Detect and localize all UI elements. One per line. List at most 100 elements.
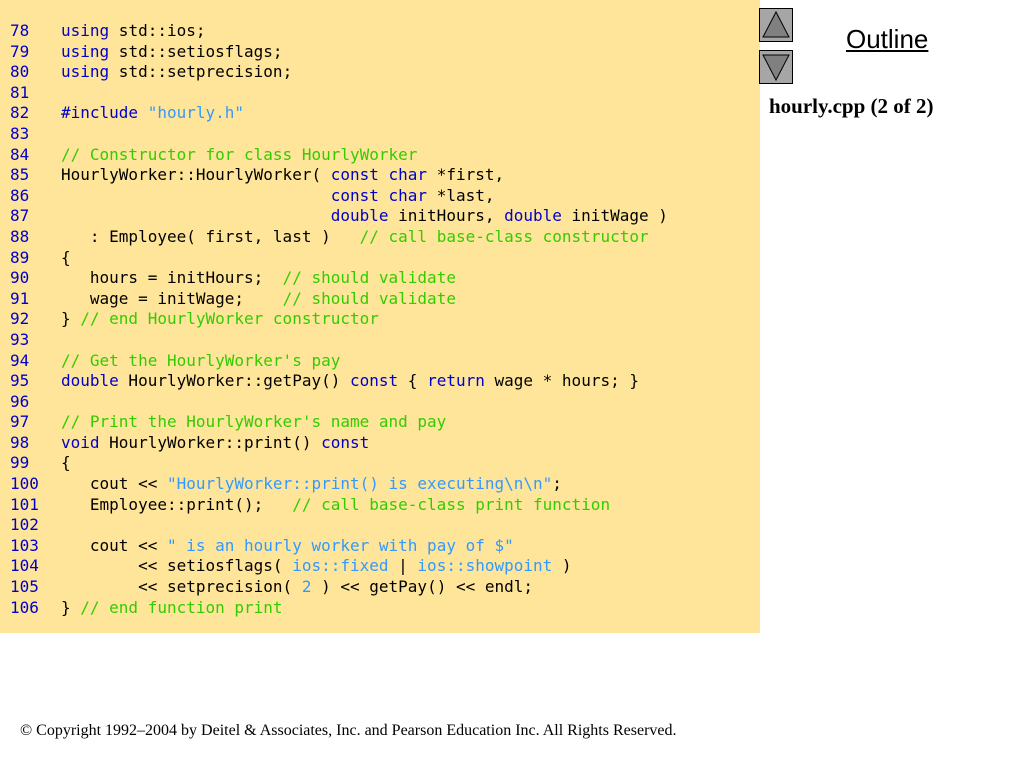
- line-number: 97: [10, 412, 30, 432]
- line-number: 96: [10, 391, 30, 411]
- code-comment: // end function print: [80, 597, 283, 617]
- line-number: 105: [10, 577, 39, 597]
- code-comment: // should validate: [282, 288, 456, 308]
- code-keyword: void: [61, 432, 100, 452]
- code-keyword: char: [388, 185, 428, 205]
- line-number: 83: [10, 123, 30, 143]
- code-line: 100 cout << "HourlyWorker::print() is ex…: [10, 474, 668, 495]
- code-text: [138, 103, 148, 122]
- line-number: 95: [10, 371, 30, 391]
- code-text: |: [388, 556, 418, 576]
- next-slide-button[interactable]: [759, 50, 793, 84]
- line-number: 104: [10, 556, 39, 576]
- line-number: 98: [10, 432, 30, 452]
- code-text: : Employee( first, last ): [61, 226, 360, 246]
- code-string: ios::fixed: [292, 556, 389, 576]
- line-number: 89: [10, 247, 30, 267]
- code-line: 87 double initHours, double initWage ): [10, 206, 668, 227]
- line-number: 94: [10, 350, 30, 370]
- code-comment: // should validate: [282, 268, 456, 288]
- code-text: {: [61, 453, 71, 473]
- code-text: wage * hours; }: [484, 371, 639, 391]
- code-text: {: [398, 371, 428, 391]
- code-line: 86 const char *last,: [10, 186, 668, 207]
- code-text: ): [552, 556, 572, 576]
- line-number: 93: [10, 329, 30, 349]
- code-line: 83: [10, 124, 668, 145]
- code-text: std::setprecision;: [109, 62, 293, 82]
- code-keyword: double: [61, 371, 119, 391]
- triangle-down-icon: [762, 54, 790, 82]
- code-text: {: [61, 247, 71, 267]
- code-string: ios::showpoint: [417, 556, 553, 576]
- line-number: 80: [10, 62, 30, 82]
- code-text: ) << getPay() << endl;: [311, 577, 534, 597]
- code-keyword: double: [504, 206, 562, 226]
- code-text: }: [61, 309, 81, 329]
- code-keyword: using: [61, 41, 110, 61]
- code-line: 93: [10, 330, 668, 351]
- code-line: 91 wage = initWage; // should validate: [10, 289, 668, 310]
- code-comment: // Print the HourlyWorker's name and pay: [61, 412, 447, 432]
- line-number: 87: [10, 206, 30, 226]
- code-text: std::ios;: [109, 21, 206, 40]
- code-text: HourlyWorker::getPay(): [118, 371, 350, 391]
- code-text: ;: [552, 474, 562, 494]
- code-line: 80 using std::setprecision;: [10, 62, 668, 83]
- triangle-up-icon: [762, 10, 790, 38]
- code-text: *first,: [427, 165, 505, 185]
- code-comment: // Get the HourlyWorker's pay: [61, 350, 341, 370]
- code-line: 103 cout << " is an hourly worker with p…: [10, 536, 668, 557]
- code-text: [61, 186, 331, 205]
- code-text: HourlyWorker::print(): [99, 432, 322, 452]
- code-comment: // end HourlyWorker constructor: [80, 309, 379, 329]
- code-text: hours = initHours;: [61, 268, 283, 288]
- code-string: " is an hourly worker with pay of $": [166, 535, 514, 555]
- line-number: 90: [10, 268, 30, 288]
- previous-slide-button[interactable]: [759, 8, 793, 42]
- code-text: initWage ): [561, 206, 668, 226]
- code-line: 94 // Get the HourlyWorker's pay: [10, 351, 668, 372]
- code-comment: // call base-class constructor: [359, 226, 649, 246]
- code-comment: // Constructor for class HourlyWorker: [61, 144, 418, 164]
- code-keyword: const: [321, 432, 370, 452]
- code-line: 92} // end HourlyWorker constructor: [10, 309, 668, 330]
- code-text: << setiosflags(: [61, 556, 293, 576]
- line-number: 88: [10, 226, 30, 246]
- code-text: *last,: [427, 185, 495, 205]
- code-line: 96: [10, 392, 668, 413]
- code-keyword: #include: [61, 103, 139, 123]
- code-line: 102: [10, 515, 668, 536]
- line-number: 86: [10, 185, 30, 205]
- code-text: }: [61, 597, 81, 617]
- code-line: 98 void HourlyWorker::print() const: [10, 433, 668, 454]
- code-keyword: const: [349, 371, 399, 391]
- code-line: 81: [10, 83, 668, 104]
- line-number: 102: [10, 515, 39, 535]
- outline-link[interactable]: Outline: [846, 24, 929, 54]
- code-comment: // call base-class print function: [292, 494, 611, 514]
- line-number: 101: [10, 494, 39, 514]
- code-text: std::setiosflags;: [109, 41, 283, 61]
- line-number: 82: [10, 103, 30, 123]
- code-line: 101 Employee::print(); // call base-clas…: [10, 495, 668, 516]
- line-number: 91: [10, 288, 30, 308]
- code-text: cout <<: [61, 474, 167, 494]
- code-keyword: double: [330, 206, 389, 226]
- code-keyword: const: [330, 185, 379, 205]
- code-keyword: using: [61, 21, 110, 40]
- line-number: 103: [10, 535, 39, 555]
- code-keyword: char: [388, 165, 428, 185]
- code-line: 90 hours = initHours; // should validate: [10, 268, 668, 289]
- code-keyword: using: [61, 62, 110, 82]
- line-number: 85: [10, 165, 30, 185]
- line-number: 84: [10, 144, 30, 164]
- line-number: 92: [10, 309, 30, 329]
- code-keyword: return: [427, 371, 485, 391]
